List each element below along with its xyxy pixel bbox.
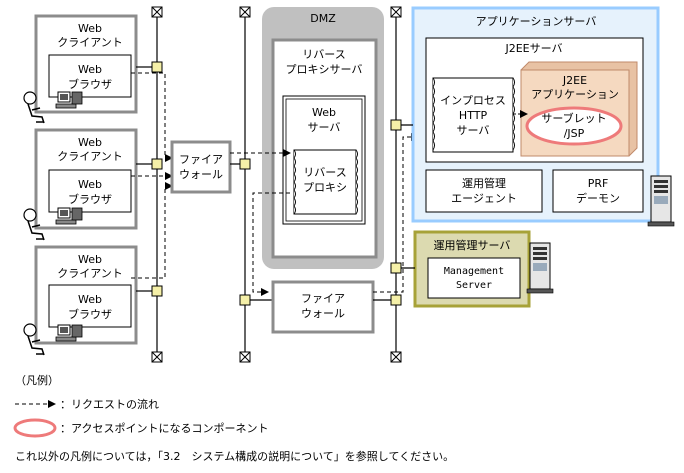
browser-label-line2: ブラウザ [68, 307, 112, 321]
connection-node-icon [390, 119, 402, 131]
legend-ring-icon [13, 418, 57, 438]
firewall-label-line2: ウォール [301, 307, 345, 320]
inprocess-http-server: インプロセス HTTP サーバ [432, 77, 515, 153]
legend-access-point: ：アクセスポイントになるコンポーネント [60, 422, 268, 435]
terminator-icon [239, 6, 251, 18]
ops-agent-label-line1: 運用管理 [462, 176, 506, 190]
connection-node-icon [239, 294, 251, 306]
application-server: アプリケーションサーバ J2EEサーバ インプロセス HTTP サーバ J2EE… [411, 6, 660, 223]
browser-label-line1: Web [78, 178, 102, 191]
reverse-proxy-label-line2: プロキシ [303, 181, 347, 194]
management-server: 運用管理サーバ Management Server [413, 230, 531, 308]
client-title-line1: Web [78, 22, 102, 35]
connection-node-icon [151, 61, 163, 73]
reverse-proxy-server: リバース プロキシサーバ Web サーバ リバース プロキシ [271, 38, 378, 259]
browser-label-line1: Web [78, 63, 102, 76]
browser-label-line2: ブラウザ [68, 77, 112, 91]
server-tower-icon [647, 175, 675, 227]
firewall-left: ファイア ウォール [170, 140, 232, 194]
servlet-label-line1: サーブレット [541, 111, 606, 125]
terminator-icon [151, 6, 163, 18]
terminator-icon [151, 351, 163, 363]
access-point-ring [525, 106, 623, 146]
connection-node-icon [239, 158, 251, 170]
client-title-line1: Web [78, 253, 102, 266]
request-flow-arrows [131, 72, 173, 279]
inprocess-label-line3: サーバ [457, 124, 490, 137]
inprocess-label-line2: HTTP [459, 109, 488, 122]
browser-label-line1: Web [78, 293, 102, 306]
web-client-3: Web クライアント Web ブラウザ [34, 245, 138, 345]
terminator-icon [239, 351, 251, 363]
firewall-label-line1: ファイア [179, 153, 223, 166]
firewall-label-line2: ウォール [179, 168, 223, 181]
proxy-server-label-line2: プロキシサーバ [286, 63, 363, 76]
web-server-label-line1: Web [312, 106, 336, 119]
client-title-line1: Web [78, 136, 102, 149]
firewall-bottom: ファイア ウォール [271, 280, 375, 334]
legend-heading: （凡例） [15, 373, 59, 387]
reverse-proxy-module: リバース プロキシ [293, 149, 358, 215]
client-title-line2: クライアント [57, 267, 123, 280]
reverse-proxy-label-line1: リバース [303, 166, 346, 179]
mgmt-box-label-line2: Server [456, 280, 492, 291]
app-server-title: アプリケーションサーバ [476, 15, 597, 28]
prf-daemon-label-line2: デーモン [576, 191, 620, 205]
dmz-label: DMZ [310, 12, 336, 25]
web-client-2: Web クライアント Web ブラウザ [34, 128, 138, 230]
connection-node-icon [390, 262, 402, 274]
prf-daemon-label-line1: PRF [588, 177, 609, 190]
server-tower-icon [526, 242, 554, 294]
servlet-label-line2: /JSP [564, 127, 585, 140]
mgmt-box-label-line1: Management [444, 266, 504, 277]
j2ee-server-label: J2EEサーバ [504, 42, 562, 55]
firewall-label-line1: ファイア [301, 292, 345, 305]
j2ee-application: J2EE アプリケーション サーブレット /JSP [520, 61, 638, 157]
terminator-icon [390, 6, 402, 18]
client-title-line2: クライアント [57, 36, 123, 49]
legend-note: これ以外の凡例については，「3.2 システム構成の説明について」を参照してくださ… [15, 449, 454, 463]
ops-agent-label-line2: エージェント [451, 192, 517, 205]
j2ee-app-label-line2: アプリケーション [531, 88, 619, 101]
connection-node-icon [151, 158, 163, 170]
legend-request-flow: ：リクエストの流れ [60, 397, 159, 411]
mgmt-server-title: 運用管理サーバ [434, 238, 511, 252]
proxy-server-label-line1: リバース [302, 48, 345, 61]
web-server-label-line2: サーバ [308, 121, 341, 134]
browser-label-line2: ブラウザ [68, 192, 112, 206]
connection-node-icon [390, 294, 402, 306]
connection-node-icon [151, 285, 163, 297]
j2ee-app-label-line1: J2EE [562, 74, 587, 87]
legend: （凡例） ：リクエストの流れ ：アクセスポイントになるコンポーネント これ以外の… [13, 373, 454, 463]
web-client-1: Web クライアント Web ブラウザ [34, 14, 138, 114]
terminator-icon [390, 351, 402, 363]
client-title-line2: クライアント [57, 150, 123, 163]
inprocess-label-line1: インプロセス [440, 94, 506, 107]
